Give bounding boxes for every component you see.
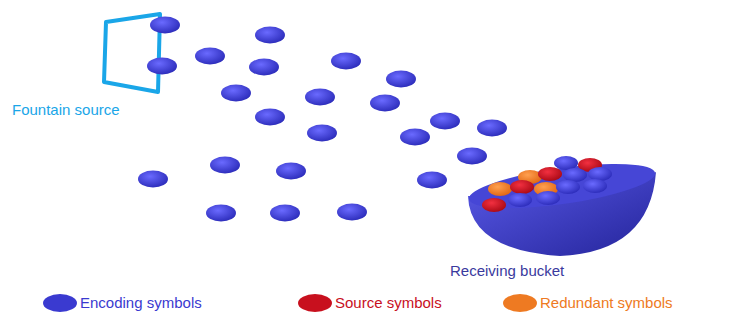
legend-swatch-shape [503, 294, 537, 312]
encoding-symbol [337, 204, 367, 221]
legend-text: Encoding symbols [80, 294, 202, 312]
encoding-symbol [150, 17, 180, 34]
legend-swatch-shape [43, 294, 77, 312]
legend-swatch [42, 293, 78, 313]
received-symbol [538, 167, 562, 181]
encoding-symbol [457, 148, 487, 165]
legend-swatch [297, 293, 333, 313]
encoding-symbol [417, 172, 447, 189]
received-symbol [588, 167, 612, 181]
encoding-symbol [249, 59, 279, 76]
received-symbol [536, 191, 560, 205]
received-symbol [556, 180, 580, 194]
encoding-symbol [138, 171, 168, 188]
encoding-symbol [386, 71, 416, 88]
encoding-symbols [138, 17, 507, 222]
callout-label: Receiving bucket [450, 262, 564, 280]
legend-text: Source symbols [335, 294, 442, 312]
encoding-symbol [400, 129, 430, 146]
encoding-symbol [307, 125, 337, 142]
received-symbol [563, 168, 587, 182]
encoding-symbol [331, 53, 361, 70]
legend-swatch-shape [298, 294, 332, 312]
legend-text: Redundant symbols [540, 294, 673, 312]
encoding-symbol [221, 85, 251, 102]
received-symbols [482, 156, 612, 212]
received-symbol [482, 198, 506, 212]
encoding-symbol [255, 109, 285, 126]
encoding-symbol [270, 205, 300, 222]
received-symbol [583, 179, 607, 193]
encoding-symbol [206, 205, 236, 222]
encoding-symbol [305, 89, 335, 106]
received-symbol [510, 180, 534, 194]
bucket-rim [466, 155, 657, 217]
encoding-symbol [210, 157, 240, 174]
legend-swatch [502, 293, 538, 313]
encoding-symbol [477, 120, 507, 137]
encoding-symbol [195, 48, 225, 65]
encoding-symbol [370, 95, 400, 112]
encoding-symbol [430, 113, 460, 130]
encoding-symbol [255, 27, 285, 44]
received-symbol [488, 182, 512, 196]
received-symbol [554, 156, 578, 170]
callout-label: Fountain source [12, 101, 120, 119]
encoding-symbol [276, 163, 306, 180]
received-symbol [508, 193, 532, 207]
encoding-symbol [147, 58, 177, 75]
